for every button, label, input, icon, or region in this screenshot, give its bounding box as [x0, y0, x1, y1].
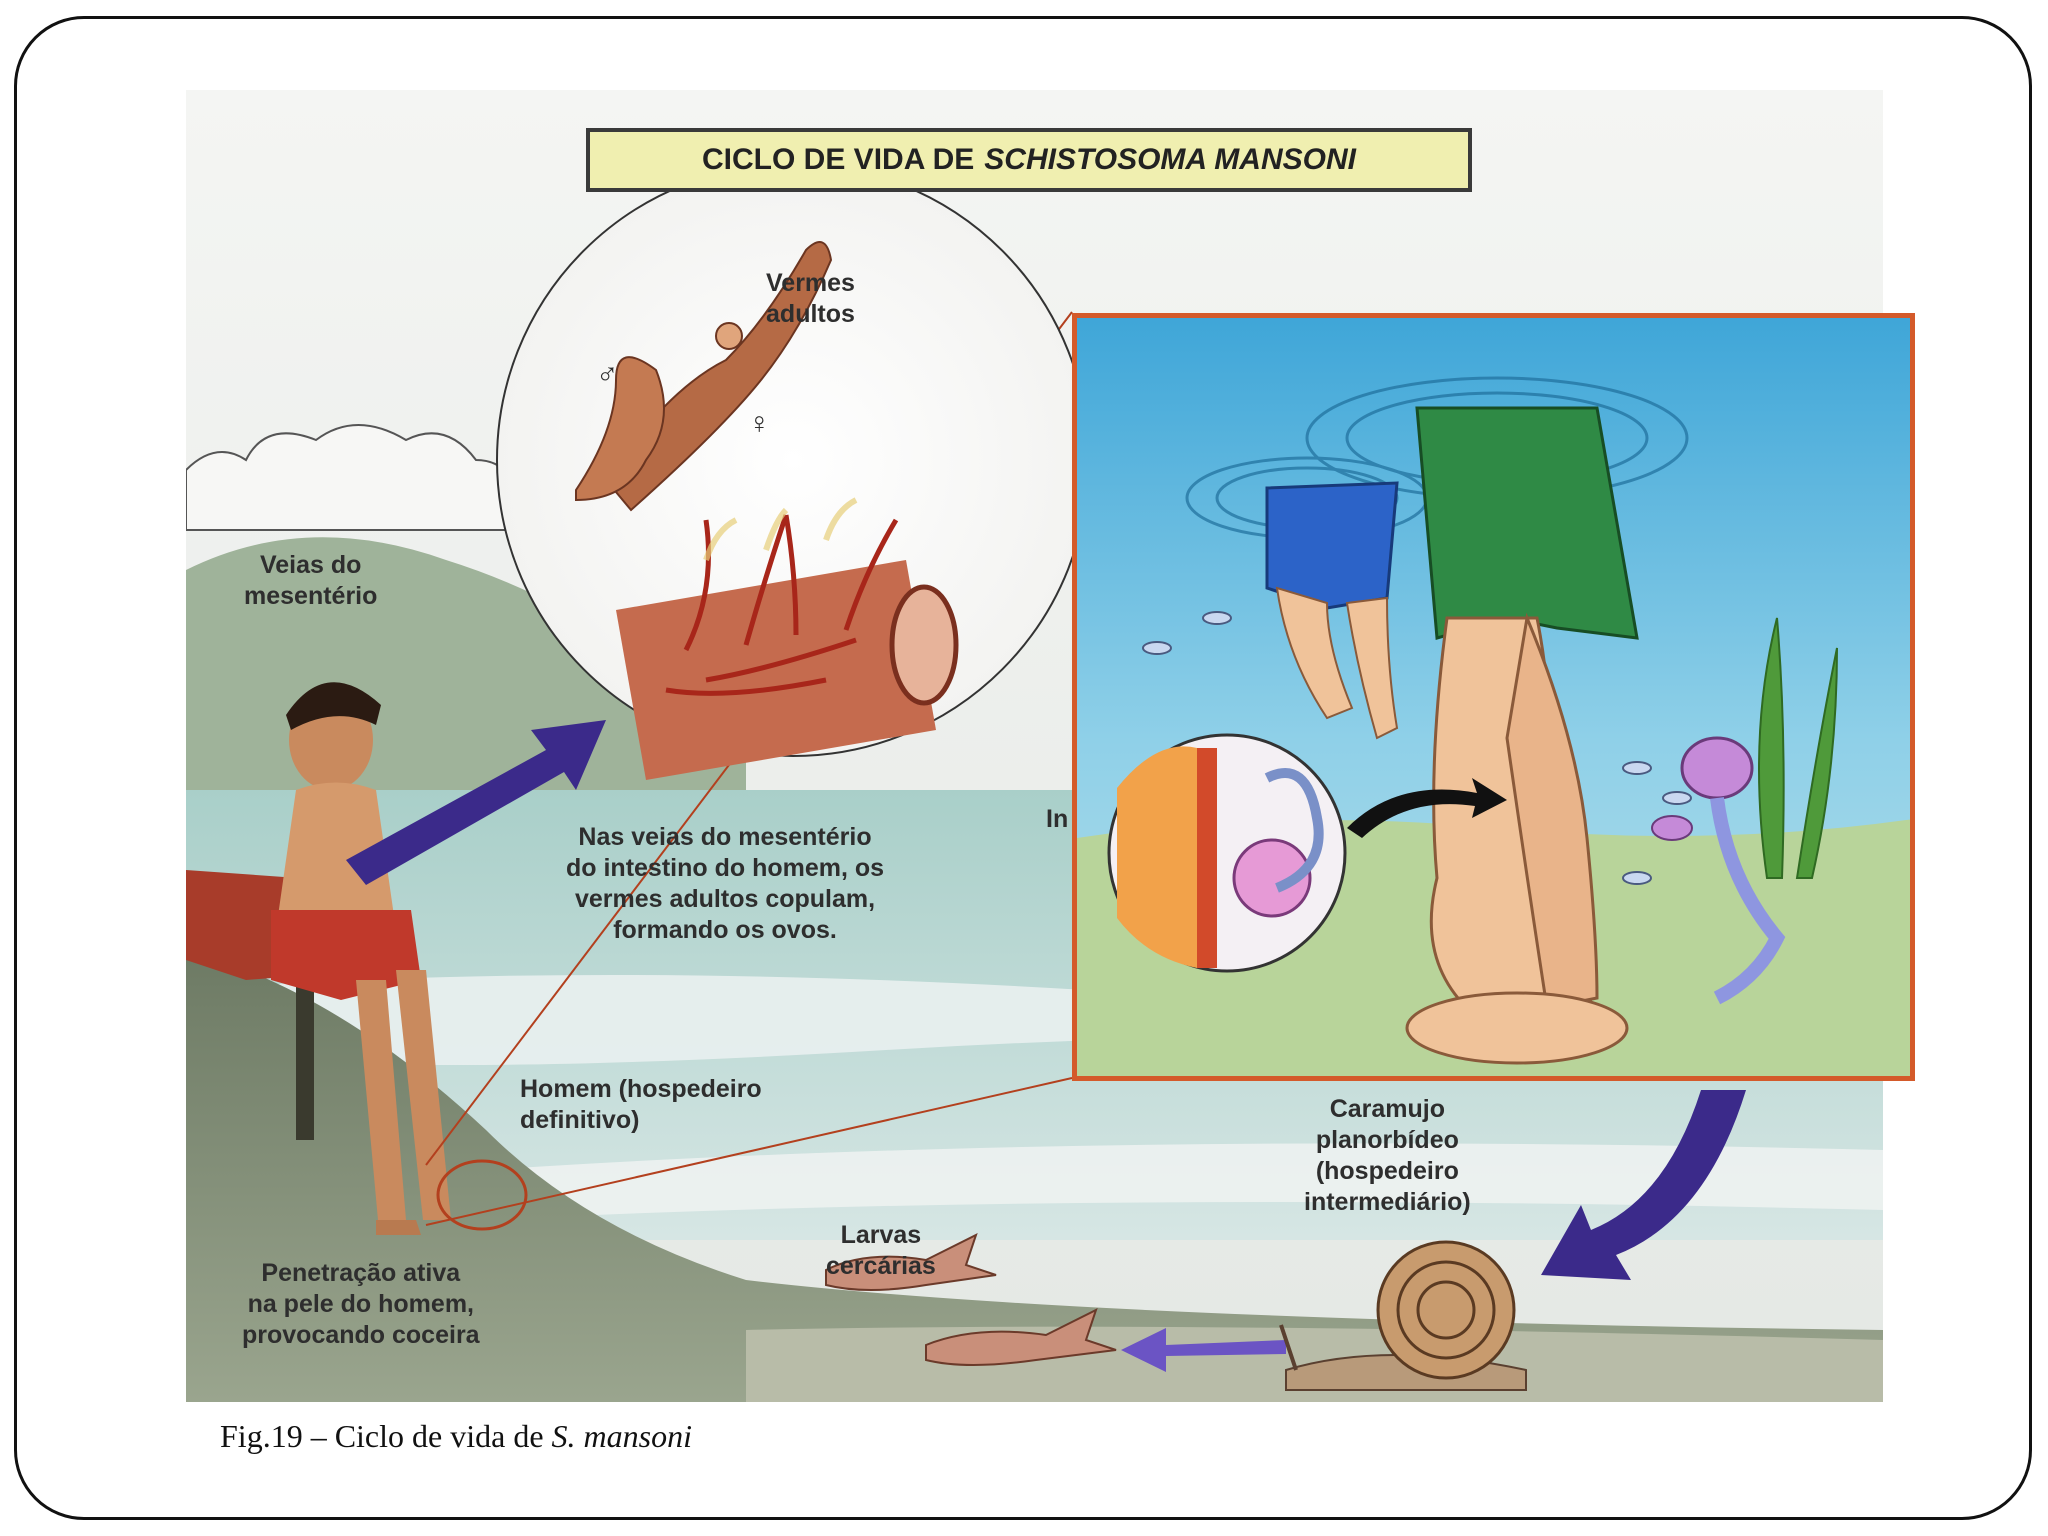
figure-caption: Fig.19 – Ciclo de vida de S. mansoni	[220, 1418, 692, 1455]
pier-post	[296, 970, 314, 1140]
female-symbol: ♀	[748, 408, 771, 439]
title-species: SCHISTOSOMA MANSONI	[984, 143, 1356, 177]
diagram-title: CICLO DE VIDA DE SCHISTOSOMA MANSONI	[586, 128, 1472, 192]
intestine-section	[892, 587, 956, 703]
male-symbol: ♂	[596, 358, 619, 389]
foot	[1407, 993, 1627, 1063]
title-prefix: CICLO DE VIDA DE	[702, 143, 974, 177]
label-cut-in: In	[1046, 804, 1068, 835]
caption-text: Fig.19 – Ciclo de vida de	[220, 1418, 544, 1454]
inset-artwork	[1077, 318, 1915, 1081]
blue-shorts	[1267, 483, 1397, 608]
caption-species: S. mansoni	[552, 1418, 692, 1454]
green-shorts	[1417, 408, 1637, 638]
worm-sucker	[716, 323, 742, 349]
cercaria-penetration-inset	[1072, 313, 1915, 1081]
skin-edge	[1197, 748, 1217, 968]
